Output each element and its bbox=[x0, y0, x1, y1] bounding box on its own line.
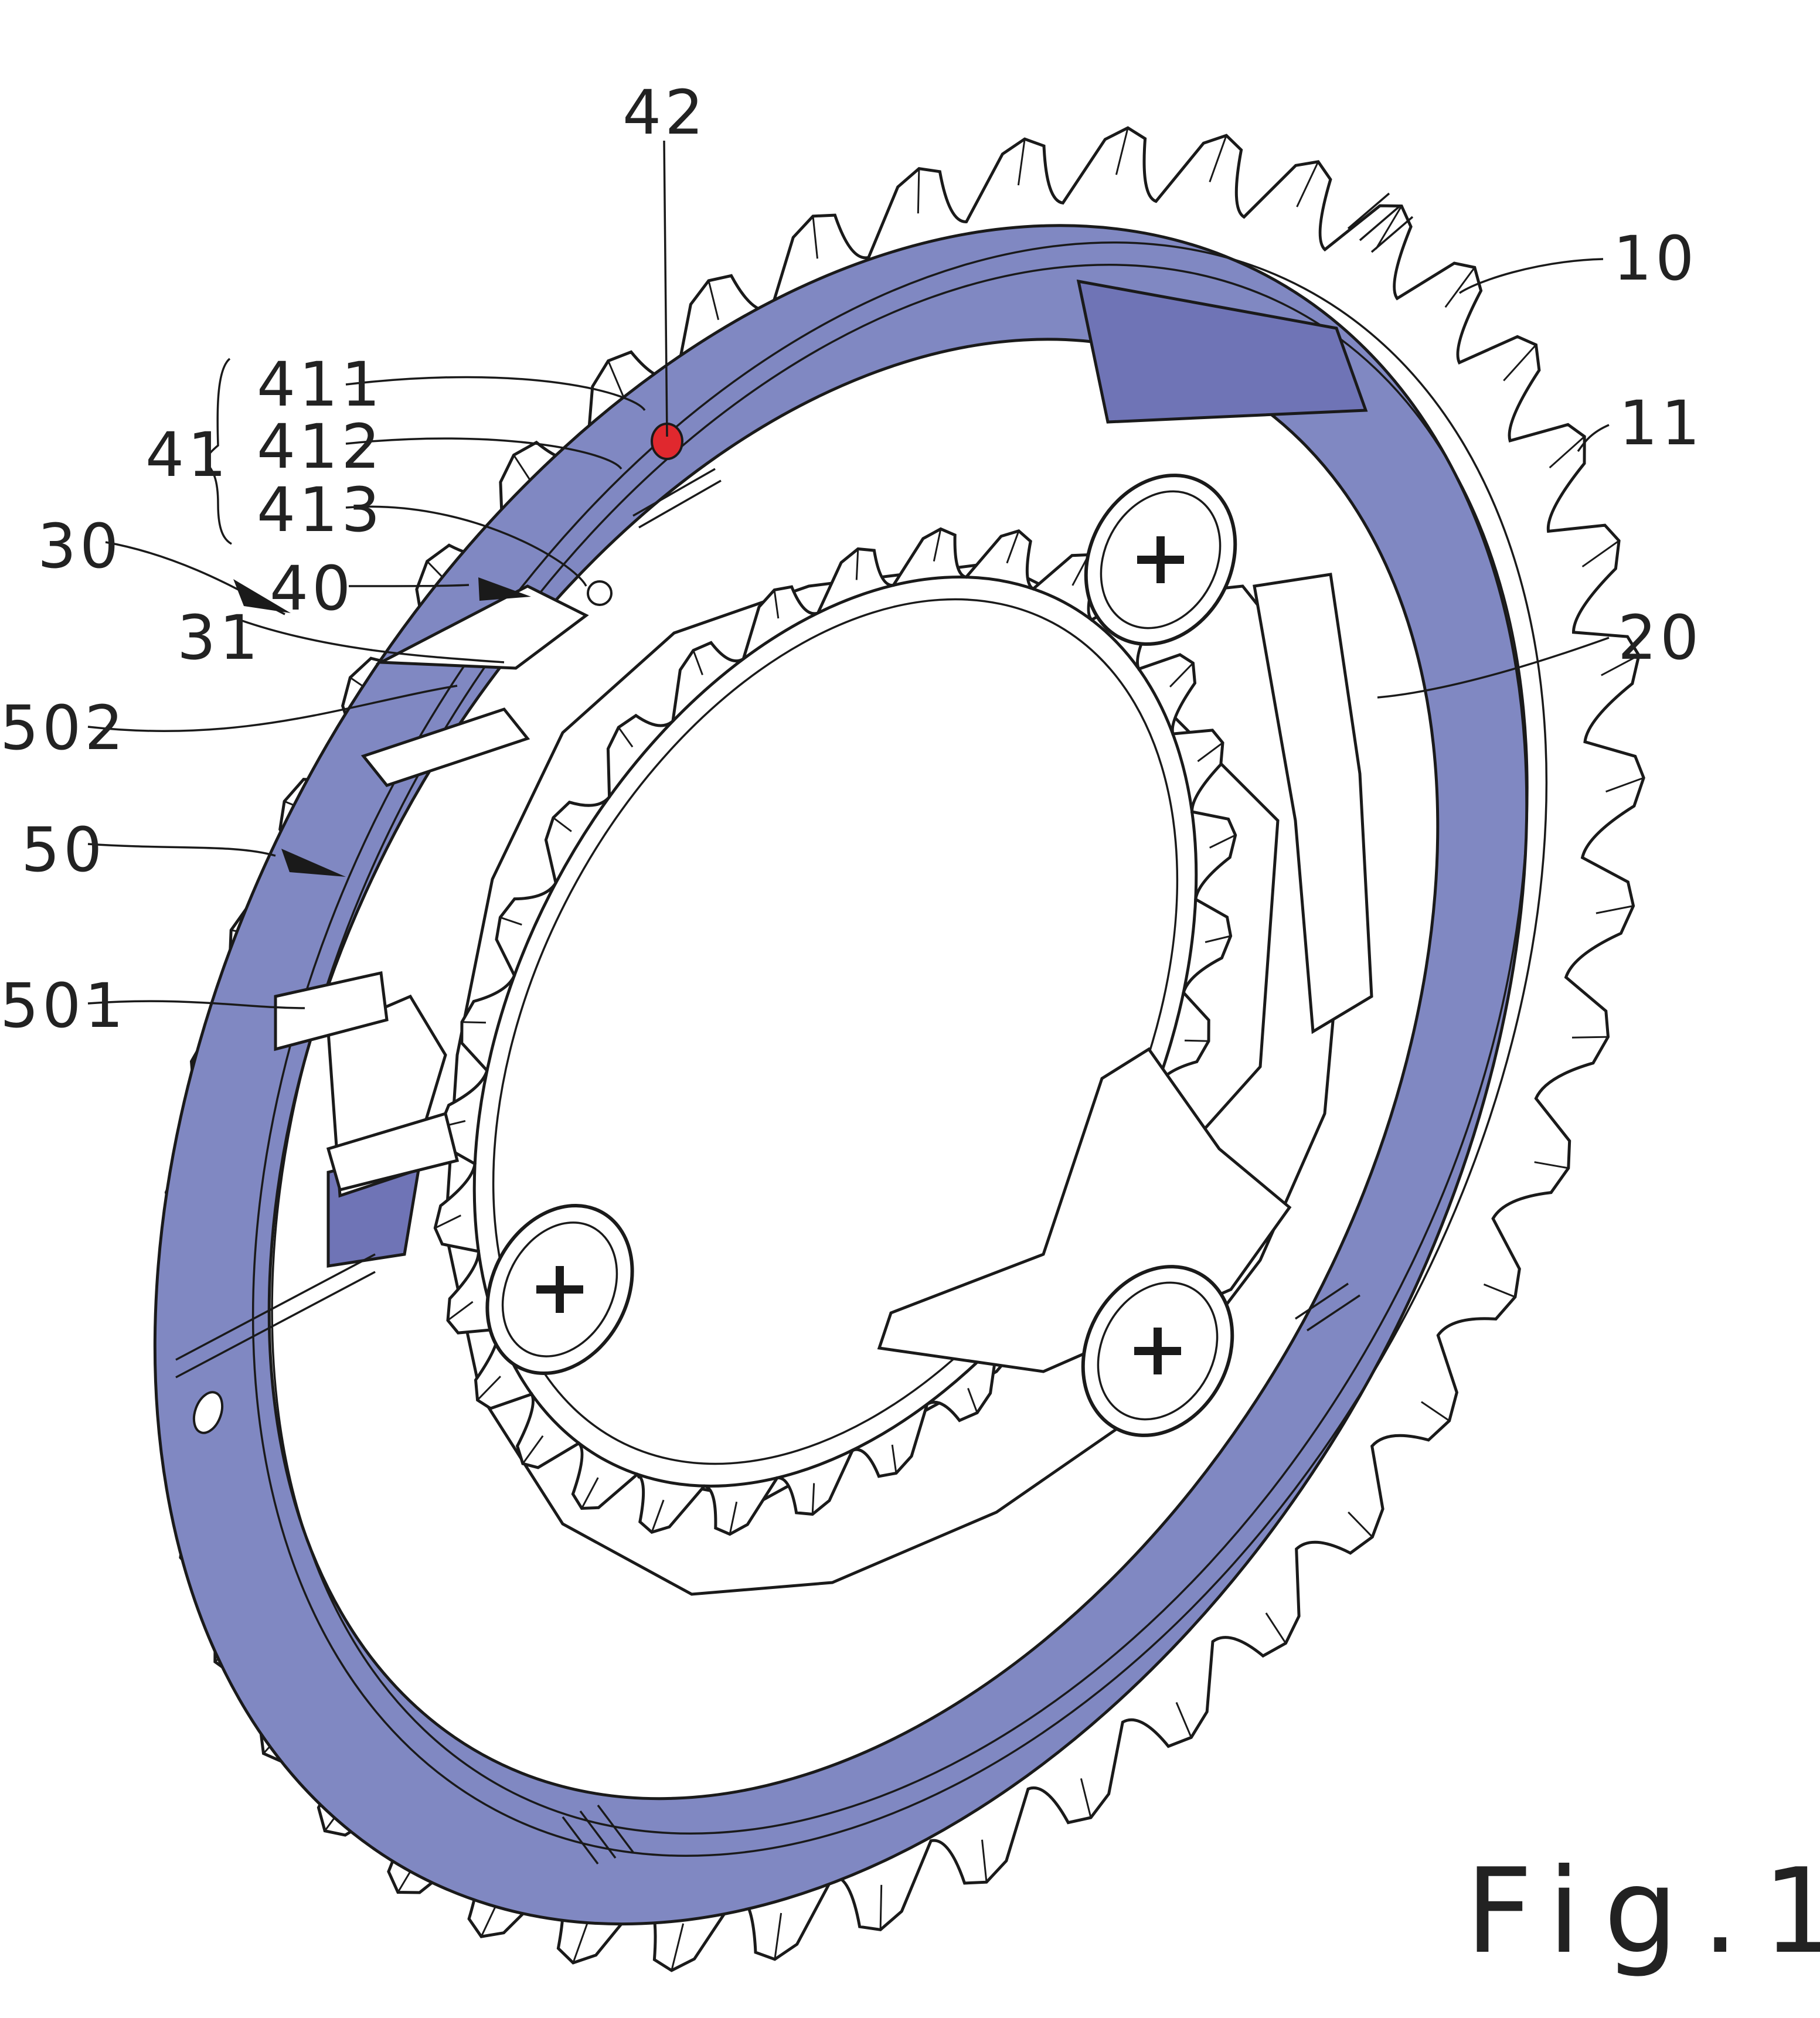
outer-tooth-profile-edge bbox=[1503, 344, 1537, 382]
outer-tooth-profile-edge bbox=[812, 216, 818, 259]
inner-tooth-profile-edge bbox=[1169, 662, 1194, 688]
outer-tooth-profile-edge bbox=[1175, 1701, 1192, 1738]
inner-tooth-profile-edge bbox=[891, 1444, 897, 1473]
outer-tooth-profile-edge bbox=[1080, 1778, 1092, 1818]
label-42: 42 bbox=[622, 77, 707, 148]
label-413: 413 bbox=[257, 474, 384, 546]
inner-tooth-profile-edge bbox=[967, 1387, 978, 1413]
outer-tooth-profile-edge bbox=[1596, 905, 1634, 914]
inner-tooth-profile-edge bbox=[434, 1214, 461, 1229]
label-412: 412 bbox=[257, 411, 384, 482]
label-41: 41 bbox=[145, 419, 230, 491]
outer-tooth-profile-edge bbox=[1605, 777, 1644, 793]
outer-tooth-profile-edge bbox=[1296, 161, 1319, 207]
pin-hole-lower bbox=[192, 1391, 224, 1434]
label-11: 11 bbox=[1619, 387, 1703, 459]
figure-title: Fig.1 bbox=[1465, 1843, 1820, 1980]
leader-lines bbox=[87, 140, 1610, 1009]
bolt-left bbox=[485, 1203, 634, 1376]
outer-tooth-profile-edge bbox=[1534, 1161, 1569, 1169]
outer-tooth-profile-edge bbox=[1375, 205, 1403, 250]
label-31: 31 bbox=[177, 602, 261, 673]
outer-tooth-profile-edge bbox=[1444, 267, 1476, 308]
outer-tooth-profile-edge bbox=[1483, 1283, 1516, 1298]
bolt-right bbox=[1081, 1265, 1234, 1437]
outer-tooth-profile-edge bbox=[1348, 1511, 1373, 1538]
inner-tooth-profile-edge bbox=[522, 1435, 544, 1465]
arrow-50 bbox=[281, 849, 346, 877]
inner-tooth-profile-edge bbox=[692, 650, 703, 676]
outer-tooth-profile-edge bbox=[917, 168, 920, 214]
label-502: 502 bbox=[0, 692, 127, 764]
outer-tooth-profile-edge bbox=[1265, 1612, 1287, 1644]
inner-tooth-profile-edge bbox=[581, 1477, 599, 1509]
outer-tooth-profile-edge bbox=[707, 280, 720, 321]
outer-tooth-profile-edge bbox=[1115, 127, 1129, 175]
inner-tooth-profile-edge bbox=[1006, 530, 1020, 564]
inner-tooth-profile-edge bbox=[855, 549, 859, 580]
label-30: 30 bbox=[38, 511, 122, 582]
pin-hole-40 bbox=[587, 580, 613, 606]
outer-tooth-profile-edge bbox=[607, 360, 624, 397]
inner-tooth-profile-edge bbox=[933, 529, 942, 562]
label-501: 501 bbox=[0, 970, 127, 1042]
inner-tooth-profile-edge bbox=[447, 1301, 474, 1321]
inner-tooth-profile-edge bbox=[552, 816, 572, 832]
reference-labels: 42 10 11 41 411 412 413 30 40 31 20 502 … bbox=[0, 77, 1820, 1980]
outer-tooth-profile-edge bbox=[981, 1839, 988, 1883]
inner-tooth-profile-edge bbox=[499, 916, 522, 926]
inner-tooth-profile-edge bbox=[1209, 834, 1236, 849]
label-10: 10 bbox=[1613, 223, 1697, 294]
outer-tooth-profile-edge bbox=[1549, 435, 1586, 469]
inner-tooth-profile-edge bbox=[477, 1376, 501, 1401]
label-40: 40 bbox=[270, 553, 354, 624]
inner-tooth-profile-edge bbox=[618, 727, 634, 748]
outer-tooth-profile-edge bbox=[774, 1912, 783, 1960]
outer-tooth-profile-edge bbox=[879, 1884, 883, 1930]
inner-tooth-profile-edge bbox=[1184, 1039, 1209, 1042]
inner-tooth-profile-edge bbox=[729, 1501, 738, 1534]
outer-tooth-profile-edge bbox=[1209, 135, 1227, 183]
arrow-30 bbox=[233, 579, 291, 613]
inner-tooth-profile-edge bbox=[461, 1021, 487, 1024]
outer-tooth-profile-edge bbox=[1601, 654, 1639, 676]
label-50: 50 bbox=[21, 814, 106, 886]
label-20: 20 bbox=[1618, 602, 1702, 673]
inner-tooth-profile-edge bbox=[1205, 935, 1231, 943]
bolt-top bbox=[1084, 474, 1237, 646]
outer-tooth-profile-edge bbox=[1581, 540, 1620, 568]
outer-tooth-profile-edge bbox=[1421, 1401, 1450, 1422]
inner-tooth-profile-edge bbox=[1197, 742, 1223, 763]
shift-ramps bbox=[274, 584, 589, 1192]
label-411: 411 bbox=[257, 349, 384, 420]
hatching bbox=[175, 192, 1414, 1865]
inner-tooth-profile-edge bbox=[773, 590, 780, 619]
inner-tooth-profile-edge bbox=[811, 1483, 815, 1515]
arrow-40 bbox=[478, 577, 531, 601]
inner-tooth-profile-edge bbox=[651, 1499, 665, 1533]
outer-tooth-profile-edge bbox=[671, 1923, 685, 1971]
outer-tooth-profile-edge bbox=[1017, 138, 1026, 186]
